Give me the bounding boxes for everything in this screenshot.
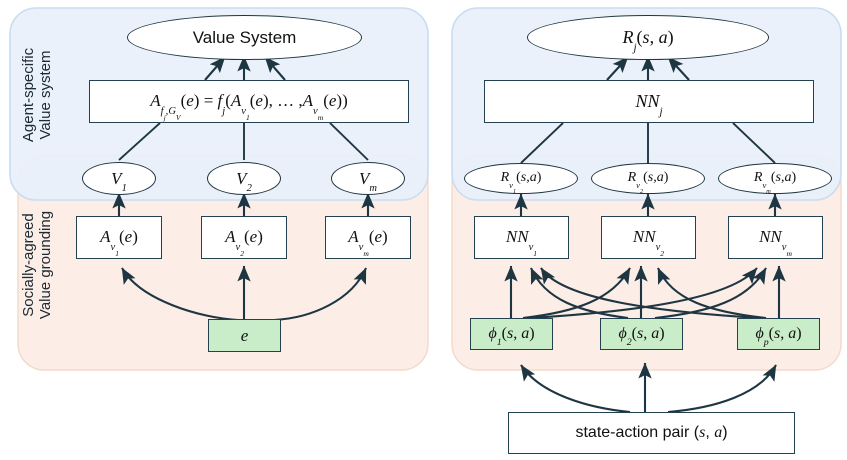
edge-nnj-to-rj-left: [606, 56, 629, 81]
edge-formula-to-valuesystem-right: [264, 56, 286, 81]
edge-formula-to-valuesystem-left: [204, 56, 226, 81]
box-event-e[interactable]: e: [208, 319, 281, 352]
edge-phi2-to-nnvm: [654, 267, 767, 320]
box-a-vm[interactable]: Avm(e): [325, 216, 411, 259]
edge-v1-to-formula: [118, 122, 161, 161]
edge-phi1-to-nnvm: [529, 267, 758, 320]
box-state-action-pair[interactable]: state-action pair (s, a): [508, 412, 795, 454]
edge-nnj-to-rj-right: [667, 56, 690, 81]
box-a-v2[interactable]: Av2(e): [201, 216, 287, 259]
box-phi-2[interactable]: ϕ2(s, a): [600, 318, 683, 350]
formula-text: Afj,GV(e) = fj(Av1(e), … ,Avm(e)): [150, 91, 348, 122]
ellipse-reward-j[interactable]: Rj(s, a): [527, 15, 769, 60]
ellipse-vm[interactable]: Vm: [331, 162, 405, 195]
edge-rv1-to-nnj: [520, 122, 564, 164]
ellipse-v1[interactable]: V1: [82, 162, 156, 195]
panel-label-socially-agreed: Socially-agreed Value grounding: [20, 171, 55, 359]
box-nn-j[interactable]: NNj: [484, 80, 814, 123]
box-nn-v1[interactable]: NNv1: [474, 216, 569, 259]
box-phi-p[interactable]: ϕp(s, a): [737, 318, 820, 350]
ellipse-v2[interactable]: V2: [207, 162, 281, 195]
box-a-v1[interactable]: Av1(e): [76, 216, 162, 259]
panel-label-socially-agreed-line1: Socially-agreed: [20, 213, 37, 317]
edge-e-to-am: [273, 267, 367, 322]
ellipse-value-system[interactable]: Value System: [127, 15, 362, 60]
box-nn-vm[interactable]: NNvm: [728, 216, 823, 259]
panel-label-agent-specific: Agent-specific Value system: [20, 7, 55, 183]
edge-sa-to-phi1: [520, 364, 631, 414]
connector-group: [112, 55, 786, 414]
edge-phip-to-nnv2: [657, 267, 767, 320]
panel-label-agent-specific-line2: Value system: [37, 50, 55, 140]
box-value-system-formula[interactable]: Afj,GV(e) = fj(Av1(e), … ,Avm(e)): [89, 80, 409, 123]
edge-phip-to-nnv1: [540, 267, 761, 320]
edge-phi2-to-nnv1: [530, 267, 629, 320]
panel-label-agent-specific-line1: Agent-specific: [20, 47, 37, 143]
ellipse-reward-v1[interactable]: Rv1(s,a): [464, 163, 578, 194]
edge-phi1-to-nnv2: [522, 267, 631, 320]
ellipse-reward-v2[interactable]: Rv2(s,a): [591, 163, 705, 194]
panel-label-socially-agreed-line2: Value grounding: [37, 210, 55, 320]
box-nn-v2[interactable]: NNv2: [601, 216, 696, 259]
box-phi-1[interactable]: ϕ1(s, a): [470, 318, 553, 350]
ellipse-reward-vm[interactable]: Rvm(s,a): [718, 163, 832, 194]
edge-rvm-to-nnj: [732, 122, 776, 164]
edge-sa-to-phip: [667, 364, 777, 414]
edge-e-to-a1: [121, 267, 239, 322]
edge-vm-to-formula: [329, 122, 369, 161]
